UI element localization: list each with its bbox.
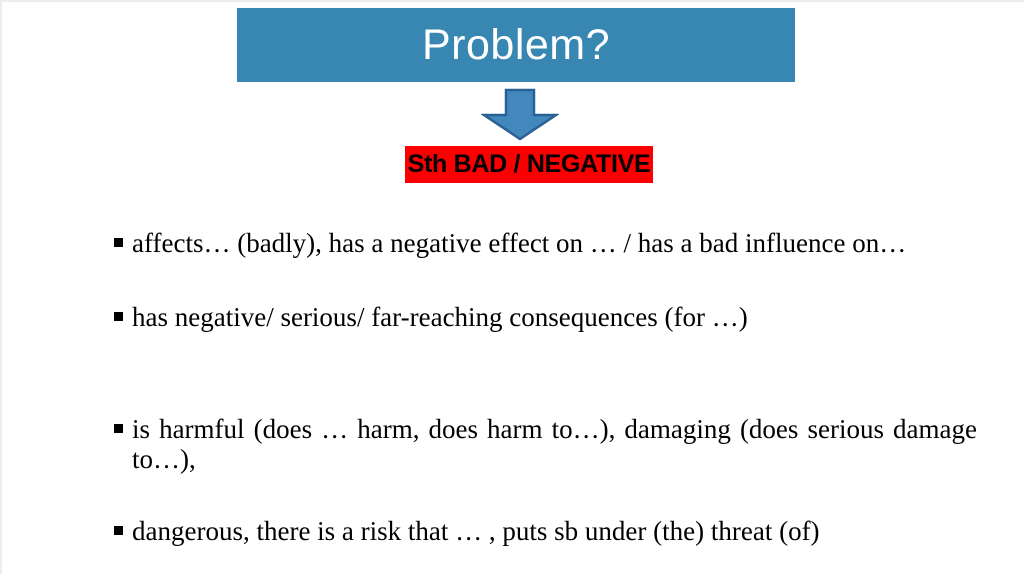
square-bullet-icon	[114, 238, 123, 247]
bullet-item-3: is harmful (does … harm, does harm to…),…	[114, 414, 977, 474]
negative-label-text: Sth BAD / NEGATIVE	[407, 150, 651, 178]
slide-title: Problem?	[421, 20, 611, 69]
square-bullet-icon	[114, 312, 123, 321]
negative-label: Sth BAD / NEGATIVE	[405, 146, 653, 183]
bullet-text-2: has negative/ serious/ far-reaching cons…	[132, 302, 748, 332]
bullet-item-4: dangerous, there is a risk that … , puts…	[114, 516, 977, 546]
bullet-item-2: has negative/ serious/ far-reaching cons…	[114, 302, 977, 332]
title-bar: Problem?	[237, 8, 795, 82]
bullet-item-1: affects… (badly), has a negative effect …	[114, 228, 977, 258]
square-bullet-icon	[114, 424, 123, 433]
bullet-text-4: dangerous, there is a risk that … , puts…	[132, 516, 820, 546]
bullet-text-3: is harmful (does … harm, does harm to…),…	[132, 414, 977, 474]
square-bullet-icon	[114, 526, 123, 535]
down-arrow-icon	[481, 88, 559, 141]
bullet-text-1: affects… (badly), has a negative effect …	[132, 228, 907, 258]
